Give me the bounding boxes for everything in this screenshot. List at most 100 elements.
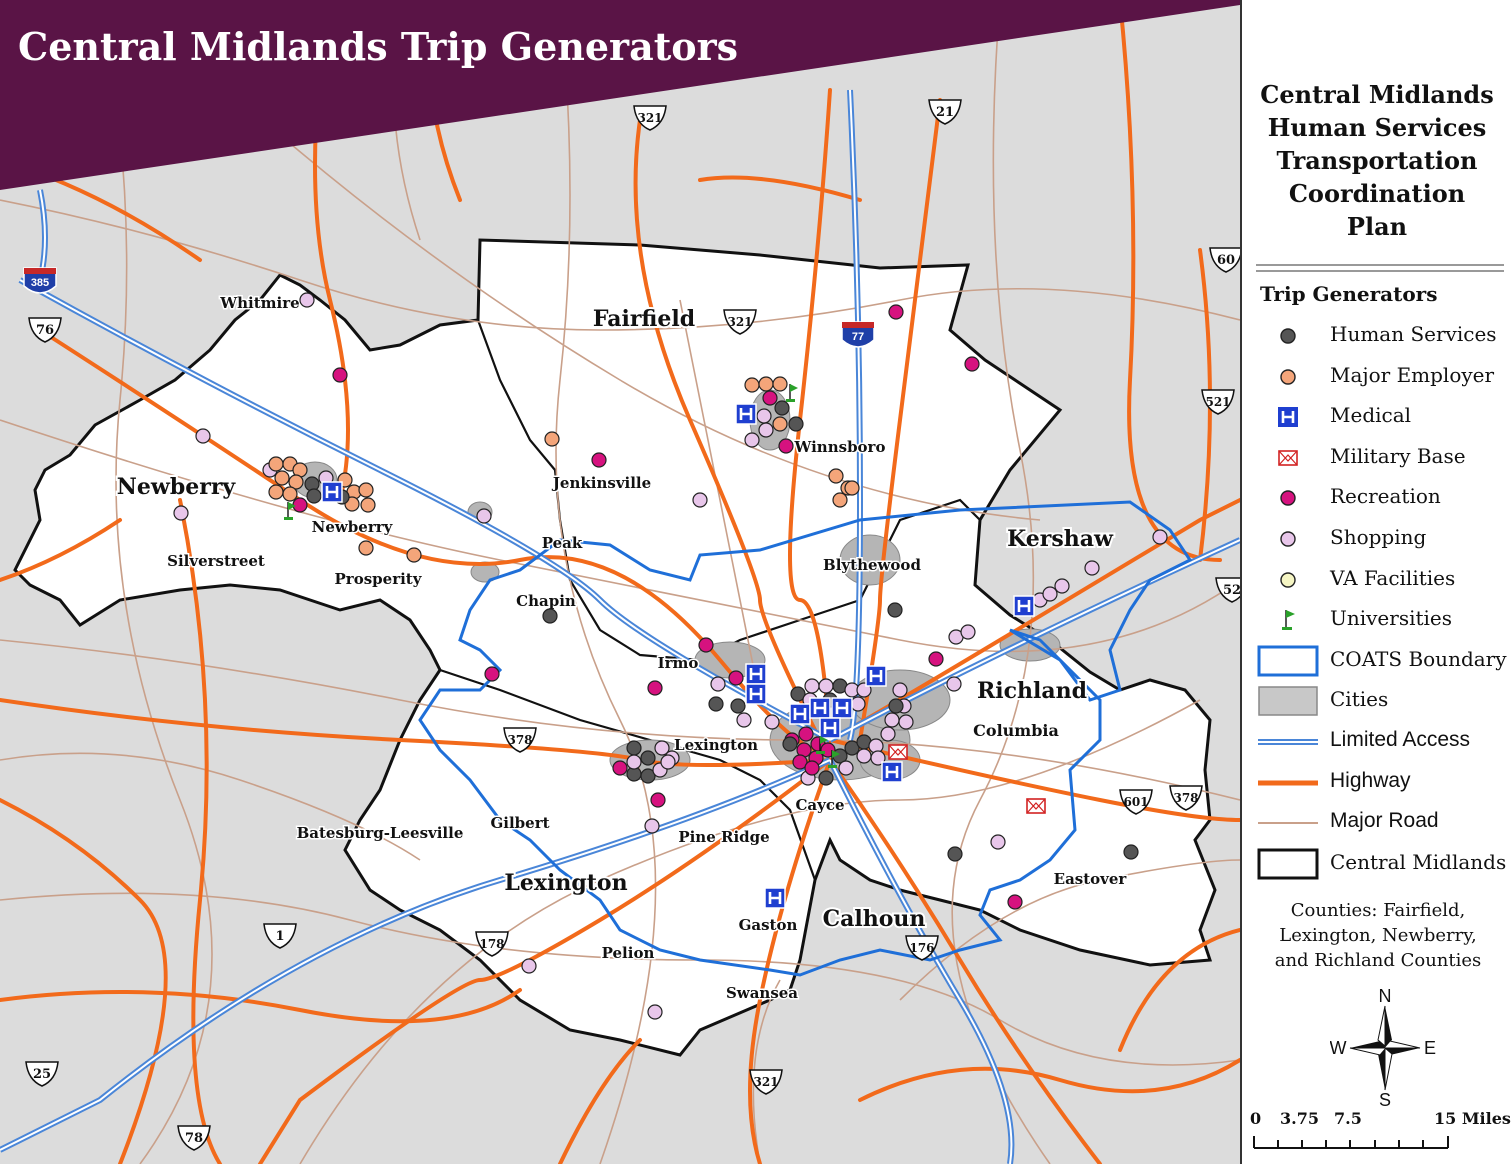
legend-label: Medical [1330, 403, 1412, 428]
medical-h-icon [735, 403, 757, 425]
shopping-marker [1042, 586, 1058, 602]
shield-number: 60 [1217, 253, 1235, 268]
shield-number: 77 [852, 331, 864, 343]
legend-panel: Central Midlands Human Services Transpor… [1240, 0, 1512, 1164]
place-label: Swansea [726, 984, 798, 1002]
counties-note-line: Counties: Fairfield, [1290, 900, 1466, 921]
legend-heading: Trip Generators [1260, 282, 1438, 306]
coats-boundary-swatch [1257, 645, 1319, 677]
plan-title-line: Transportation [1276, 146, 1478, 175]
us-route-shield-icon: 321 [633, 105, 667, 131]
county-label: Richland [977, 678, 1087, 704]
shield-number: 178 [479, 937, 504, 951]
place-label: Irmo [658, 654, 699, 672]
shopping-marker [654, 740, 670, 756]
place-label: Blythewood [823, 556, 921, 574]
north-arrow-compass-icon: N S W E [1330, 988, 1436, 1108]
shopping-marker [756, 408, 772, 424]
us-route-shield-icon: 521 [1201, 389, 1235, 415]
shopping-marker [173, 505, 189, 521]
human-services-marker [640, 750, 656, 766]
recreation-marker [804, 760, 820, 776]
counties-note: Counties: Fairfield, Lexington, Newberry… [1242, 898, 1512, 973]
us-route-shield-icon: 378 [1169, 785, 1203, 811]
shopping-marker [1054, 578, 1070, 594]
place-label: Batesburg-Leesville [297, 824, 464, 842]
human-services-marker [542, 608, 558, 624]
shopping-marker [804, 678, 820, 694]
major-employer-marker [282, 486, 298, 502]
place-label: Prosperity [335, 570, 423, 588]
divider [1256, 264, 1504, 266]
us-route-shield-icon: 321 [723, 309, 757, 335]
us-route-shield-icon: 1 [263, 923, 297, 949]
us-route-shield-icon: 60 [1209, 247, 1240, 273]
major-employer-marker [772, 416, 788, 432]
place-label: Chapin [516, 592, 576, 610]
recreation-marker [728, 670, 744, 686]
major-employer-marker [358, 482, 374, 498]
place-label: Lexington [674, 736, 758, 754]
shopping-marker [856, 748, 872, 764]
county-label: Fairfield [593, 306, 695, 332]
shield-number: 21 [936, 105, 954, 120]
shopping-marker [1084, 560, 1100, 576]
major-employer-marker [358, 540, 374, 556]
place-label: Newberry [312, 518, 394, 536]
major-employer-marker [274, 470, 290, 486]
shopping-marker [660, 754, 676, 770]
major-employer-dot [1280, 368, 1296, 385]
recreation-marker [778, 438, 794, 454]
limited-access-line [1258, 739, 1318, 745]
medical-h-icon [745, 663, 767, 685]
place-label: Columbia [973, 721, 1059, 740]
central-midlands-region [13, 238, 1217, 1057]
university-flag-icon [786, 384, 798, 402]
compass-e: E [1424, 1038, 1436, 1058]
us-route-shield-icon: 78 [177, 1125, 211, 1151]
county-label: Newberry [117, 474, 237, 500]
place-label: Silverstreet [167, 552, 265, 570]
title-band [0, 0, 1240, 190]
shopping-marker [838, 760, 854, 776]
shopping-marker [960, 624, 976, 640]
legend-row: Major Employer [1256, 357, 1512, 397]
shopping-marker [892, 682, 908, 698]
major-employer-marker [744, 377, 760, 393]
scale-bar: 0 3.75 7.5 15 Miles [1250, 1109, 1511, 1149]
legend-label: Universities [1330, 606, 1453, 631]
us-route-shield-icon: 601 [1119, 789, 1153, 815]
trip-generator-markers [173, 292, 1168, 1020]
recreation-marker [612, 760, 628, 776]
human-services-marker [947, 846, 963, 862]
legend-row: Recreation [1256, 478, 1512, 518]
place-label: Winnsboro [794, 438, 886, 456]
legend-row: Shopping [1256, 519, 1512, 559]
legend-row: Military Base [1256, 438, 1512, 478]
military-base-icon [888, 744, 908, 760]
shield-number: 321 [637, 111, 662, 125]
compass-s: S [1379, 1090, 1391, 1108]
us-route-shield-icon: 25 [25, 1061, 59, 1087]
legend-row: Limited Access [1256, 722, 1512, 762]
legend-label: VA Facilities [1330, 565, 1456, 590]
scale-label: 15 Miles [1434, 1109, 1511, 1128]
human-services-marker [790, 686, 806, 702]
major-employer-marker [268, 456, 284, 472]
legend-row: Medical [1256, 397, 1512, 437]
shopping-marker [644, 818, 660, 834]
shield-number: 321 [753, 1075, 778, 1089]
human-services-marker [844, 740, 860, 756]
legend-label: Military Base [1330, 443, 1466, 468]
recreation-dot [1280, 490, 1296, 507]
major-employer-marker [844, 480, 860, 496]
trip-generators-map: Central Midlands Trip Generators 3857776… [0, 0, 1240, 1164]
shopping-marker [692, 492, 708, 508]
shield-number: 1 [275, 929, 284, 944]
legend-row: Highway [1256, 763, 1512, 803]
place-label: Jenkinsville [551, 474, 651, 492]
highway-line [1258, 780, 1318, 786]
interstate-shield-icon: 77 [841, 321, 875, 348]
shopping-marker [818, 678, 834, 694]
shopping-marker [476, 508, 492, 524]
